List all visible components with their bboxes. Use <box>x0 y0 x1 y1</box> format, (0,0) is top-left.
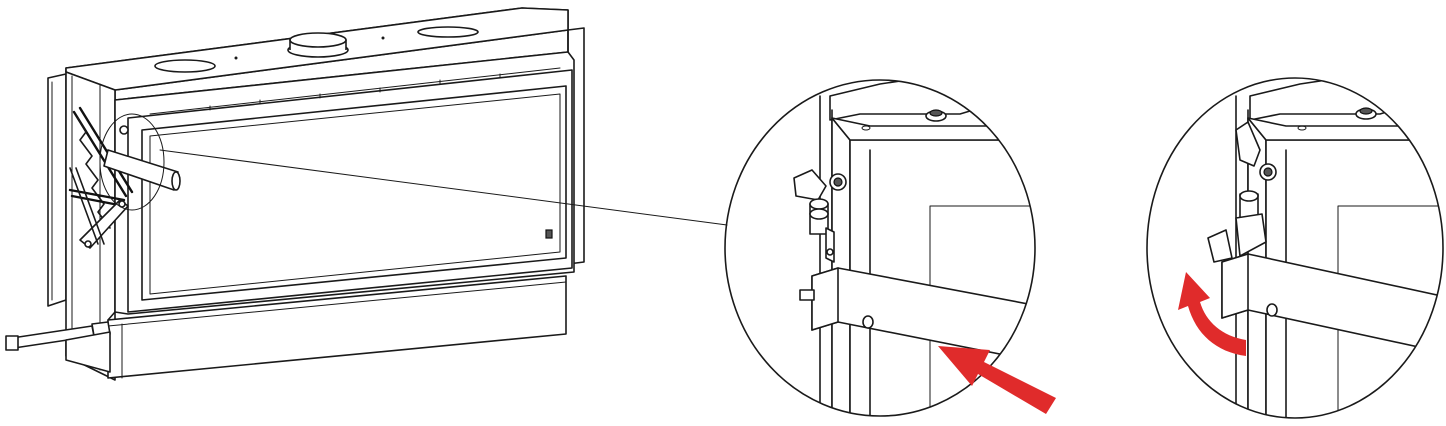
callout-leader-line <box>159 149 728 226</box>
door-latch <box>793 169 847 263</box>
flue-opening-left <box>154 59 216 73</box>
rotate-arrow-shape <box>1178 272 1246 356</box>
flue-opening-right <box>417 26 479 38</box>
detail-view-1 <box>724 79 1056 417</box>
detail-view-2 <box>1146 77 1444 419</box>
push-arrow <box>938 346 1056 414</box>
detail-1-outline <box>724 79 1036 417</box>
removal-tool-bar <box>799 267 1035 367</box>
fireplace-overview <box>5 7 585 381</box>
door-tool-rod <box>103 125 181 191</box>
flue-collar-center <box>287 32 349 58</box>
glass-panel <box>141 85 567 301</box>
removal-tool-bar-2 <box>1221 253 1443 357</box>
detail-callout-circle <box>99 113 165 211</box>
top-bolt-2 <box>1355 107 1377 120</box>
rear-mounting-plate <box>47 73 67 307</box>
rotate-arrow <box>1178 272 1246 356</box>
door-latch-open <box>1207 121 1277 263</box>
side-panel-left <box>65 71 116 381</box>
door-handle-tab <box>545 229 553 239</box>
push-arrow-shape <box>938 346 1056 414</box>
door-lift-mechanism <box>68 106 134 249</box>
detail-2-outline <box>1146 77 1444 419</box>
top-bolt <box>925 109 947 122</box>
top-vent-slits <box>149 67 561 115</box>
